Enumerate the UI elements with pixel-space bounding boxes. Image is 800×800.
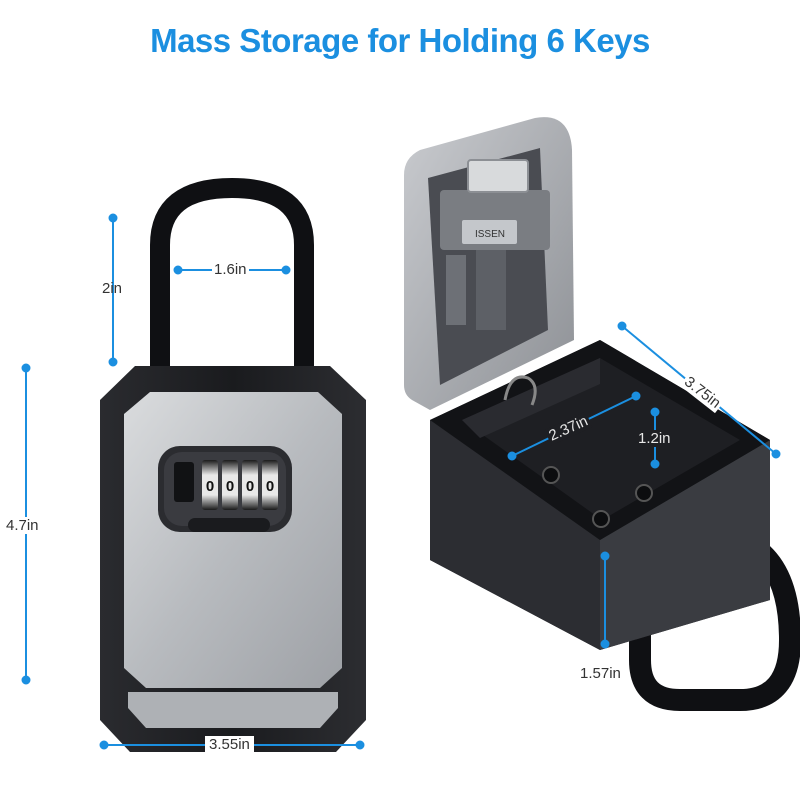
silver-face-panel: [124, 392, 342, 688]
open-lockbox: ISSEN: [404, 117, 800, 711]
shackle: [150, 177, 314, 385]
dimension-label-box-depth: 1.57in: [580, 665, 621, 682]
shackle-open: [629, 529, 800, 711]
lid-brand-label: ISSEN: [475, 229, 505, 240]
closed-lockbox: 0 0 0 0: [100, 177, 366, 752]
page-title: Mass Storage for Holding 6 Keys: [150, 22, 650, 59]
dimension-label-box-inner-depth: 1.2in: [636, 430, 673, 447]
dial-digit: 0: [226, 478, 234, 495]
dimension-label-body-width: 3.55in: [205, 736, 254, 753]
dimension-label-body-height: 4.7in: [6, 517, 39, 534]
lid-brand-plate: [462, 220, 517, 244]
dial-digit: 0: [266, 478, 274, 495]
dimension-lines: [21, 213, 781, 750]
combination-dials: 0 0 0 0: [202, 460, 278, 510]
dial-digit: 0: [206, 478, 214, 495]
dimension-label-shackle-height: 2in: [102, 280, 123, 297]
dimension-label-shackle-width: 1.6in: [212, 261, 249, 278]
dial-digit: 0: [246, 478, 254, 495]
release-button: [174, 462, 194, 502]
